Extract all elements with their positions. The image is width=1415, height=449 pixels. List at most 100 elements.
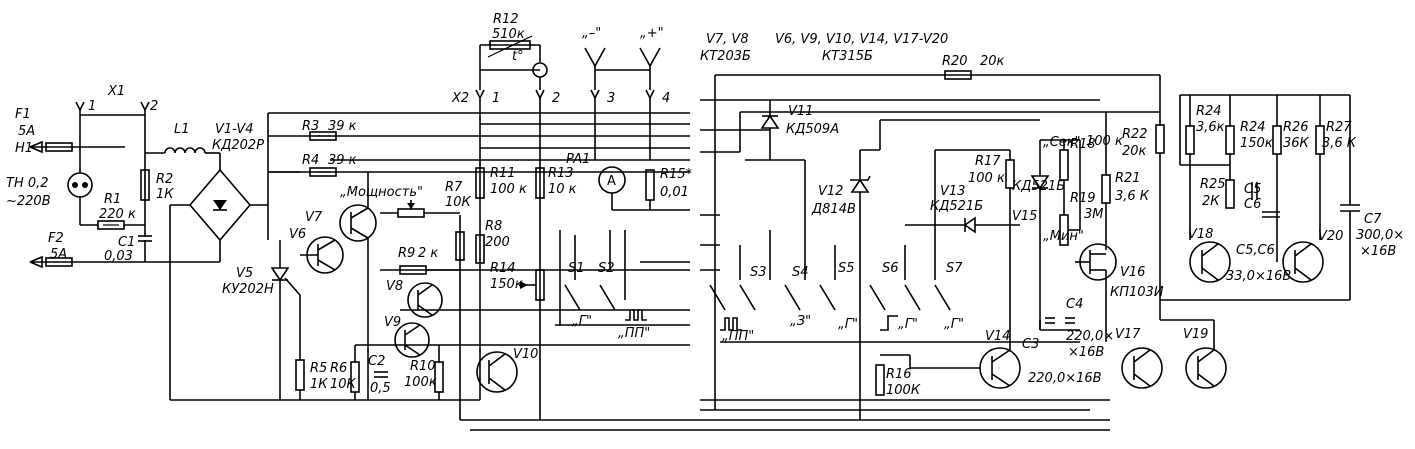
fuse-f2-symbol [45,257,73,267]
r3-ref: R3 [302,119,320,134]
r21-ref: R21 [1115,171,1141,186]
r26-value: 36К [1283,136,1309,151]
r17-value: 100 к [968,171,1005,186]
x2-pin1: 1 [492,91,501,106]
f1-ref: F1 [15,107,31,122]
r22-value: 20к [1122,144,1147,159]
x1-pin1: 1 [88,99,97,114]
r7-ref: R7 [445,180,463,195]
c4-value: 220,0× [1066,329,1115,344]
r12-ref: R12 [493,12,519,27]
r16-value: 100К [886,383,921,398]
x2-pin4: 4 [662,91,671,106]
r26-ref: R26 [1283,120,1309,135]
mains-section [29,101,268,400]
v13-value: КД521Б [930,199,984,214]
power-transistors [270,172,465,400]
r10-value: 100к [404,375,437,390]
h1-value: ТН 0,2 [6,176,49,191]
v10-ref: V10 [513,347,539,362]
r15-value: 0,01 [660,185,689,200]
s3-ref: S3 [750,265,767,280]
v12-value: Д814В [812,202,856,217]
c3-value: 220,0×16В [1028,371,1102,386]
x2-pin2: 2 [552,91,561,106]
c4-value-2: ×16В [1068,345,1105,360]
c6-ref: C6 [1244,197,1262,212]
r21-value: 3,6 К [1115,189,1150,204]
x1-ref: X1 [108,84,126,99]
r18-value: 100 к [1086,134,1123,149]
bus-lines [170,74,1160,431]
r25-value: 2К [1202,194,1220,209]
r10-ref: R10 [410,359,436,374]
f2-value: 5A [50,247,68,262]
mains-voltage: ~220В [6,194,51,209]
r6-value: 10К [330,377,356,392]
r20-ref: R20 [942,54,968,69]
s4-mode: „З" [790,314,812,329]
c3-ref: C3 [1022,337,1040,352]
v19-ref: V19 [1183,327,1209,342]
s2-ref: S2 [598,261,615,276]
r16-ref: R16 [886,367,912,382]
x1-pin2: 2 [150,99,159,114]
r6-ref: R6 [330,361,348,376]
header-transistor-type: КТ315Б [822,49,873,64]
s7-mode: „Г" [944,317,964,332]
l1-ref: L1 [174,122,190,137]
c2-value: 0,5 [370,381,391,396]
c5-ref: C5 [1244,182,1262,197]
r25-ref: R25 [1200,177,1226,192]
c1-ref: C1 [118,235,136,250]
r14-value: 150к [490,277,523,292]
r24a-value: 3,6к [1196,120,1225,135]
v13-ref: V13 [940,184,966,199]
v11-ref: V11 [788,104,814,119]
c7-ref: C7 [1364,212,1382,227]
v18-ref: V18 [1188,227,1214,242]
inductor-l1-symbol [164,147,206,154]
s7-ref: S7 [946,261,963,276]
c4-ref: C4 [1066,297,1084,312]
r11-value: 100 к [490,182,527,197]
c5c6-label: С5,С6 [1236,243,1275,258]
r19-ref: R19 [1070,191,1096,206]
c7-value: 300,0× [1356,228,1405,243]
v6-ref: V6 [289,227,307,242]
v20-ref: V20 [1318,229,1344,244]
v5-ref: V5 [236,266,254,281]
v9-ref: V9 [384,315,402,330]
r13-ref: R13 [548,166,574,181]
r18-ref: R18 [1070,137,1096,152]
r20-value: 20к [980,54,1005,69]
v16-ref: V16 [1120,265,1146,280]
terminal-minus-label: „–" [582,26,602,41]
v11-value: КД509А [786,122,840,137]
resistor-r2-symbol [140,169,150,201]
s6-ref: S6 [882,261,899,276]
r18-label: „Сек" [1043,135,1081,150]
r19-value: 3М [1084,207,1104,222]
r22-ref: R22 [1122,127,1148,142]
x2-pin3: 3 [607,91,616,106]
resistors-r3-r4 [268,131,337,177]
s5-mode: „Г" [838,317,858,332]
header-v7v8-refs: V7, V8 [706,32,749,47]
s3-mode: „ПП" [722,329,755,344]
v7-ref: V7 [305,210,323,225]
s2-mode: „ПП" [618,326,651,341]
fuse-f1-symbol [45,142,73,152]
r27-value: 3,6 К [1322,136,1357,151]
r24b-value: 150к [1240,136,1273,151]
r24b-ref: R24 [1240,120,1266,135]
control-section [709,70,1360,420]
c7-value-2: ×16В [1360,244,1397,259]
r8-ref: R8 [485,219,503,234]
r2-ref: R2 [156,172,174,187]
r8-value: 200 [485,235,510,250]
f1-value: 5A [18,124,36,139]
r12-value: 510к [492,27,525,42]
r9-ref: R9 [398,246,416,261]
